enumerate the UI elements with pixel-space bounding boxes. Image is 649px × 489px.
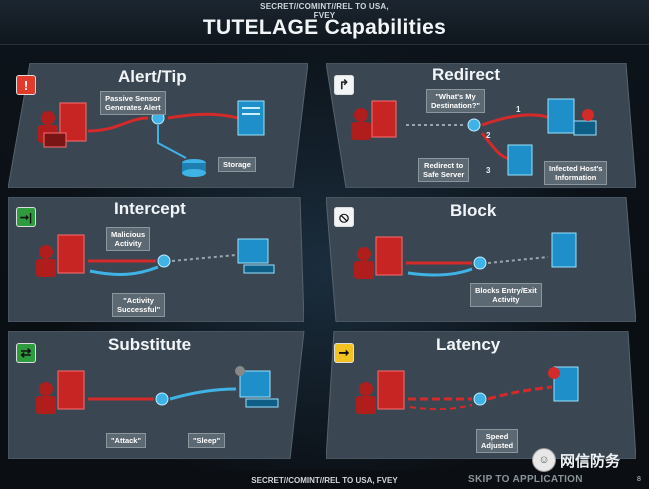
intercept-diagram — [8, 197, 304, 322]
watermark-text: 网信防务 — [560, 452, 621, 470]
latency-icon: ➞ — [334, 343, 354, 363]
sensor-node-icon — [155, 392, 169, 406]
attacker-icon — [354, 236, 403, 279]
label-destination: "What's My Destination?" — [426, 89, 485, 113]
label-safe-server: Redirect to Safe Server — [418, 158, 470, 182]
classification-line1: SECRET//COMINT//REL TO USA, — [260, 2, 389, 11]
label-malicious-activity: Malicious Activity — [106, 227, 151, 251]
footer-band — [0, 470, 649, 489]
watermark: ☺ 网信防务 — [532, 448, 620, 472]
sensor-node-icon — [467, 118, 481, 132]
panel-title: Alert/Tip — [118, 67, 187, 86]
redirect-diagram — [326, 63, 636, 188]
panel-title: Redirect — [432, 65, 501, 84]
step-3: 3 — [486, 166, 491, 175]
bottom-classification-banner: SECRET//COMINT//REL TO USA, FVEY — [251, 476, 398, 485]
label-storage: Storage — [218, 157, 256, 172]
server-icon — [237, 100, 265, 136]
label-passive-sensor: Passive Sensor Generates Alert — [100, 91, 166, 115]
attacker-icon — [38, 102, 87, 148]
substitute-diagram — [8, 331, 305, 459]
top-classification-banner: SECRET//COMINT//REL TO USA, FVEY — [0, 2, 649, 20]
server-icon — [547, 98, 597, 136]
label-sleep: "Sleep" — [188, 433, 226, 448]
server-icon — [551, 232, 577, 268]
panel-title: Block — [450, 201, 497, 220]
label-attack: "Attack" — [106, 433, 147, 448]
wechat-icon: ☺ — [532, 448, 556, 472]
panel-redirect: ↱ Redirect "What's My Destination?" Redi… — [326, 63, 636, 188]
panel-block: ⦸ Block Blocks Entry/Exit Activity — [326, 197, 636, 322]
page-number: 8 — [637, 476, 641, 483]
alert-icon: ! — [16, 75, 36, 95]
sensor-node-icon — [473, 256, 487, 270]
block-diagram — [326, 197, 636, 322]
label-infected-host: Infected Host's Information — [544, 161, 608, 185]
panel-intercept: ➞| Intercept Malicious Activity "Activit… — [8, 197, 304, 322]
computer-icon — [235, 366, 279, 408]
sensor-node-icon — [157, 254, 171, 268]
panel-alert-tip: ! Alert/Tip Passive Sensor Generates Ale… — [8, 63, 308, 188]
storage-icon — [182, 159, 206, 177]
label-speed-adjusted: Speed Adjusted — [476, 429, 519, 453]
header-band — [0, 0, 649, 45]
server-icon — [548, 366, 579, 402]
intercept-icon: ➞| — [16, 207, 36, 227]
label-activity-successful: "Activity Successful" — [112, 293, 166, 317]
attacker-icon — [356, 370, 405, 414]
attacker-icon — [351, 100, 397, 140]
step-1: 1 — [516, 105, 521, 114]
panel-latency: ➞ Latency Speed Adjusted — [326, 331, 636, 459]
panel-title: Latency — [436, 335, 501, 354]
latency-diagram — [326, 331, 636, 459]
infected-host-icon — [507, 144, 533, 176]
attacker-icon — [36, 234, 85, 277]
substitute-icon: ⇄ — [16, 343, 36, 363]
label-blocks-entry-exit: Blocks Entry/Exit Activity — [470, 283, 542, 307]
sensor-node-icon — [473, 392, 487, 406]
computer-icon — [237, 238, 275, 274]
panel-title: Intercept — [114, 199, 186, 218]
slide-title: TUTELAGE Capabilities — [202, 16, 447, 39]
skip-to-application-link[interactable]: SKIP TO APPLICATION — [468, 474, 583, 485]
redirect-icon: ↱ — [334, 75, 354, 95]
block-icon: ⦸ — [334, 207, 354, 227]
panel-title: Substitute — [108, 335, 192, 354]
alert-diagram — [8, 63, 308, 188]
classification-line2: FVEY — [313, 11, 336, 20]
step-2: 2 — [486, 131, 491, 140]
attacker-icon — [36, 370, 85, 414]
panel-substitute: ⇄ Substitute "Attack" "Sleep" — [8, 331, 308, 459]
